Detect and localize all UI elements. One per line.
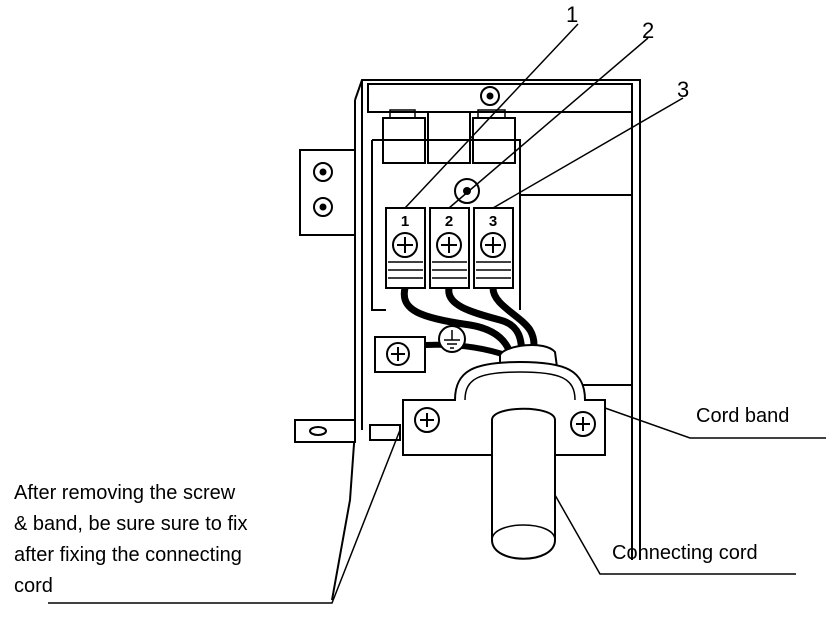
cord-band-label: Cord band [696, 405, 789, 427]
terminal-1 [385, 207, 426, 289]
terminal-label-3: 3 [489, 213, 497, 230]
cord-band-clamp [402, 360, 606, 456]
connecting-cord-drawing [491, 399, 556, 560]
terminal-block: 1 2 3 [385, 207, 514, 289]
terminal-2 [429, 207, 470, 289]
top-connector-blocks [382, 109, 516, 164]
terminal-plate [371, 139, 521, 311]
note-line-1: After removing the screw [14, 482, 236, 504]
leader-lines [48, 23, 826, 604]
terminal-label-1: 1 [401, 213, 409, 230]
note-line-4: cord [14, 575, 53, 597]
earth-terminal [374, 325, 466, 373]
left-mounting-bracket [299, 149, 356, 236]
connecting-cord-label: Connecting cord [612, 542, 758, 564]
note-line-2: & band, be sure sure to fix [14, 513, 247, 535]
callout-3: 3 [677, 77, 689, 102]
bottom-mounting-tab [294, 419, 401, 443]
terminal-label-2: 2 [445, 213, 453, 230]
terminal-3 [473, 207, 514, 289]
note-line-3: after fixing the connecting [14, 544, 242, 566]
callout-2: 2 [642, 18, 654, 43]
callout-1: 1 [566, 2, 578, 27]
terminal-housing [331, 79, 641, 601]
